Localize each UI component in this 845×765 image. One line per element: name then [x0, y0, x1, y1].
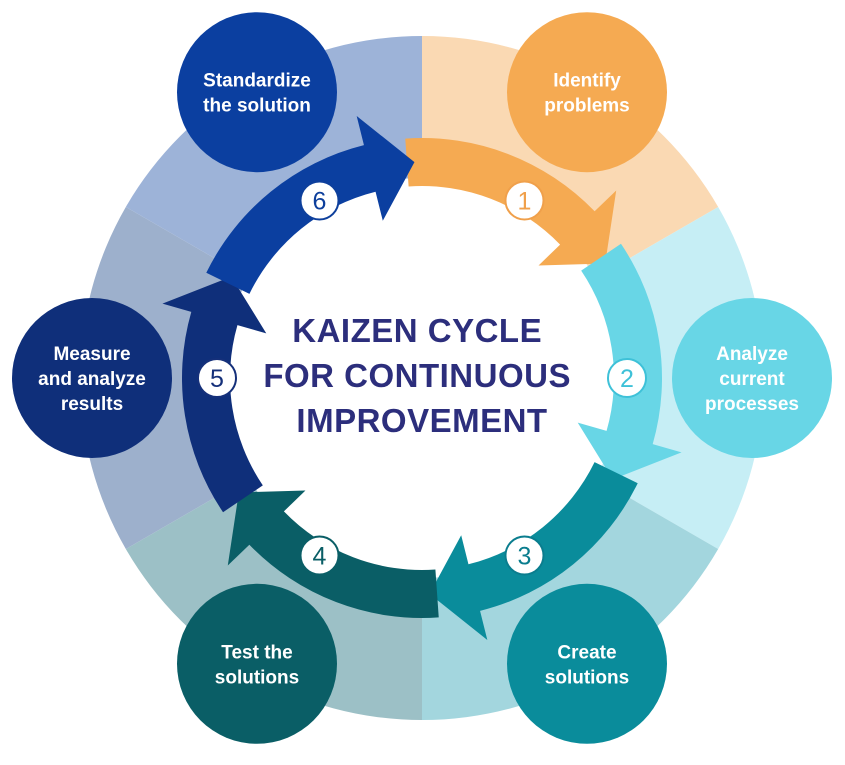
step-label-line: problems: [544, 96, 630, 117]
step-label: Measure and analyze results: [38, 344, 146, 415]
step-number: 4: [313, 543, 327, 571]
step-label: Create solutions: [545, 642, 629, 688]
step-label-line: the solution: [203, 96, 311, 117]
title-line: FOR CONTINUOUS: [263, 357, 571, 394]
step-label: Test the solutions: [215, 642, 299, 688]
step-number-circle: [504, 535, 545, 576]
step-label-line: solutions: [215, 667, 299, 688]
step-number-circle: [504, 180, 545, 221]
step-label-line: current: [719, 369, 785, 390]
center-disc: [222, 178, 622, 578]
center-title: KAIZEN CYCLE FOR CONTINUOUS IMPROVEMENT: [263, 312, 580, 439]
step-label: Analyze current processes: [705, 344, 799, 415]
step-node-1: Identify problems: [507, 12, 667, 173]
step-label-line: Create: [557, 642, 616, 663]
step-label-line: Analyze: [716, 344, 788, 365]
step-number-badge-5: 5: [197, 358, 237, 398]
step-label: Standardize the solution: [203, 71, 311, 117]
step-number-badge-4: 4: [299, 535, 340, 576]
step-node-circle: [177, 12, 337, 173]
step-number-circle: [299, 180, 340, 221]
step-number-circle: [197, 358, 237, 398]
step-node-2: Analyze current processes: [672, 298, 832, 458]
step-node-3: Create solutions: [507, 583, 667, 744]
step-number: 1: [518, 187, 532, 215]
step-label-line: and analyze: [38, 369, 146, 390]
step-node-circle: [507, 583, 667, 744]
step-number-badge-3: 3: [504, 535, 545, 576]
step-label-line: Standardize: [203, 71, 311, 92]
step-number-circle: [607, 358, 647, 398]
step-number-badge-2: 2: [607, 358, 647, 398]
step-node-4: Test the solutions: [177, 583, 337, 744]
step-number: 2: [620, 365, 634, 393]
step-number-badge-1: 1: [504, 180, 545, 221]
step-number-circle: [299, 535, 340, 576]
step-label-line: solutions: [545, 667, 629, 688]
title-line: IMPROVEMENT: [296, 402, 547, 439]
step-label-line: results: [61, 394, 123, 415]
step-node-circle: [507, 12, 667, 173]
step-numbers: 1 2 3 4 5 6: [197, 180, 647, 576]
step-node-5: Measure and analyze results: [12, 298, 172, 458]
step-label-line: processes: [705, 394, 799, 415]
title-line: KAIZEN CYCLE: [292, 312, 542, 349]
step-label-line: Test the: [221, 642, 292, 663]
step-number: 3: [518, 543, 532, 571]
step-label-line: Measure: [53, 344, 130, 365]
step-node-circle: [672, 298, 832, 458]
step-label-line: Identify: [553, 71, 621, 92]
step-node-circle: [12, 298, 172, 458]
step-number: 6: [313, 187, 327, 215]
step-node-6: Standardize the solution: [177, 12, 337, 173]
step-number-badge-6: 6: [299, 180, 340, 221]
step-label: Identify problems: [544, 71, 630, 117]
step-node-circle: [177, 583, 337, 744]
step-number: 5: [210, 365, 224, 393]
